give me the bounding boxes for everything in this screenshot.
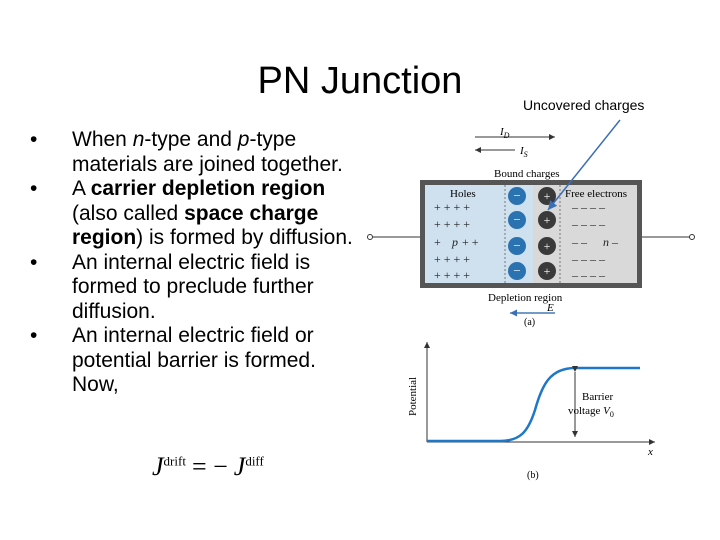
svg-text:– – – –: – – – – (571, 252, 606, 266)
bullet-text: When n-type and p-type materials are joi… (72, 128, 343, 176)
svg-text:+: + (544, 239, 551, 253)
svg-text:– –: – – (571, 235, 588, 249)
bullet-marker: • (30, 324, 38, 347)
bullet-segment: ) is formed by diffusion. (136, 226, 353, 249)
svg-text:–: – (611, 235, 619, 249)
svg-text:– – – –: – – – – (571, 217, 606, 231)
part-b-label: (b) (527, 470, 539, 481)
svg-text:+ + + +: + + + + (434, 268, 470, 282)
svg-text:−: − (513, 188, 520, 203)
current-arrows: ID IS (475, 126, 555, 159)
bullet-item: • When n-type and p-type materials are jo… (30, 128, 360, 177)
svg-text:+: + (434, 235, 441, 249)
formula-rhs: J (233, 452, 246, 481)
bullet-text: An internal electric field is formed to … (72, 251, 314, 323)
bullet-segment: An internal electric field or potential … (72, 324, 316, 396)
bullet-item: • An internal electric field or potential… (30, 324, 360, 398)
potential-axis-label: Potential (407, 377, 419, 416)
right-terminal (689, 234, 695, 240)
potential-plot: Potential x Barrier voltage V0 (b) (407, 342, 655, 481)
uncovered-charges-arrow (547, 119, 621, 211)
holes-group: + + + + + + + + + p + + + + + + + + + + (434, 200, 479, 282)
current-balance-formula: Jdrift= −Jdiff (152, 452, 264, 482)
svg-text:−: − (513, 212, 520, 227)
svg-text:−: − (513, 238, 520, 253)
svg-text:−: − (513, 263, 520, 278)
svg-text:+: + (544, 264, 551, 278)
svg-text:– – – –: – – – – (571, 268, 606, 282)
bullet-segment: A (72, 177, 91, 200)
uncovered-charges-label: Uncovered charges (523, 97, 645, 113)
bullet-segment: p (237, 128, 250, 151)
negative-ions: − − − − (508, 187, 526, 280)
slide-title: PN Junction (257, 60, 463, 102)
free-electrons-group: – – – – – – – – – – n– – – – – – – – – (571, 200, 619, 282)
bullet-segment: An internal electric field is formed to … (72, 250, 314, 323)
left-terminal (367, 234, 373, 240)
bullet-segment: carrier depletion region (90, 177, 326, 200)
bullet-text: A carrier depletion region (also called … (72, 177, 353, 249)
bullet-segment: n (132, 128, 145, 151)
bullet-segment: -type and (144, 128, 238, 151)
free-electrons-label: Free electrons (565, 188, 627, 200)
x-axis-label: x (647, 446, 653, 458)
potential-curve (427, 366, 640, 443)
p-type-label: p (451, 235, 458, 249)
svg-text:– – – –: – – – – (571, 200, 606, 214)
svg-text:+ + + +: + + + + (434, 200, 470, 214)
formula-lhs-sup: drift (163, 453, 186, 469)
depletion-region-label: Depletion region (488, 292, 563, 304)
formula-lhs: J (152, 452, 164, 481)
formula-equals: = − (191, 452, 228, 481)
bullet-list: • When n-type and p-type materials are jo… (30, 128, 360, 398)
part-a-label: (a) (524, 317, 535, 328)
bullet-marker: • (30, 250, 38, 274)
svg-text:+ + + +: + + + + (434, 252, 470, 266)
svg-text:+ + + +: + + + + (434, 217, 470, 231)
diffusion-current-label: IS (519, 145, 528, 159)
barrier-voltage-label: voltage V0 (568, 405, 614, 419)
bullet-segment: When (72, 128, 133, 151)
electric-field-label: E (546, 302, 554, 314)
bullet-item: • An internal electric field is formed to… (30, 251, 360, 325)
barrier-label: Barrier (582, 391, 613, 403)
bullet-item: • A carrier depletion region (also called… (30, 177, 360, 251)
bullet-segment: (also called (72, 201, 185, 225)
bound-charges-label: Bound charges (494, 168, 559, 180)
holes-label: Holes (450, 188, 476, 200)
drift-current-label: ID (499, 126, 510, 140)
formula-rhs-sup: diff (245, 453, 264, 469)
bullet-marker: • (30, 177, 38, 200)
svg-text:+: + (544, 213, 551, 227)
svg-text:+: + (544, 189, 551, 203)
bullet-marker: • (30, 128, 38, 151)
bullet-text: An internal electric field or potential … (72, 324, 316, 396)
n-type-label: n (603, 235, 609, 249)
bullet-segment: -type materials are joined together. (72, 128, 343, 176)
svg-text:+ +: + + (462, 235, 479, 249)
bullet-segment: space charge region (72, 201, 319, 250)
